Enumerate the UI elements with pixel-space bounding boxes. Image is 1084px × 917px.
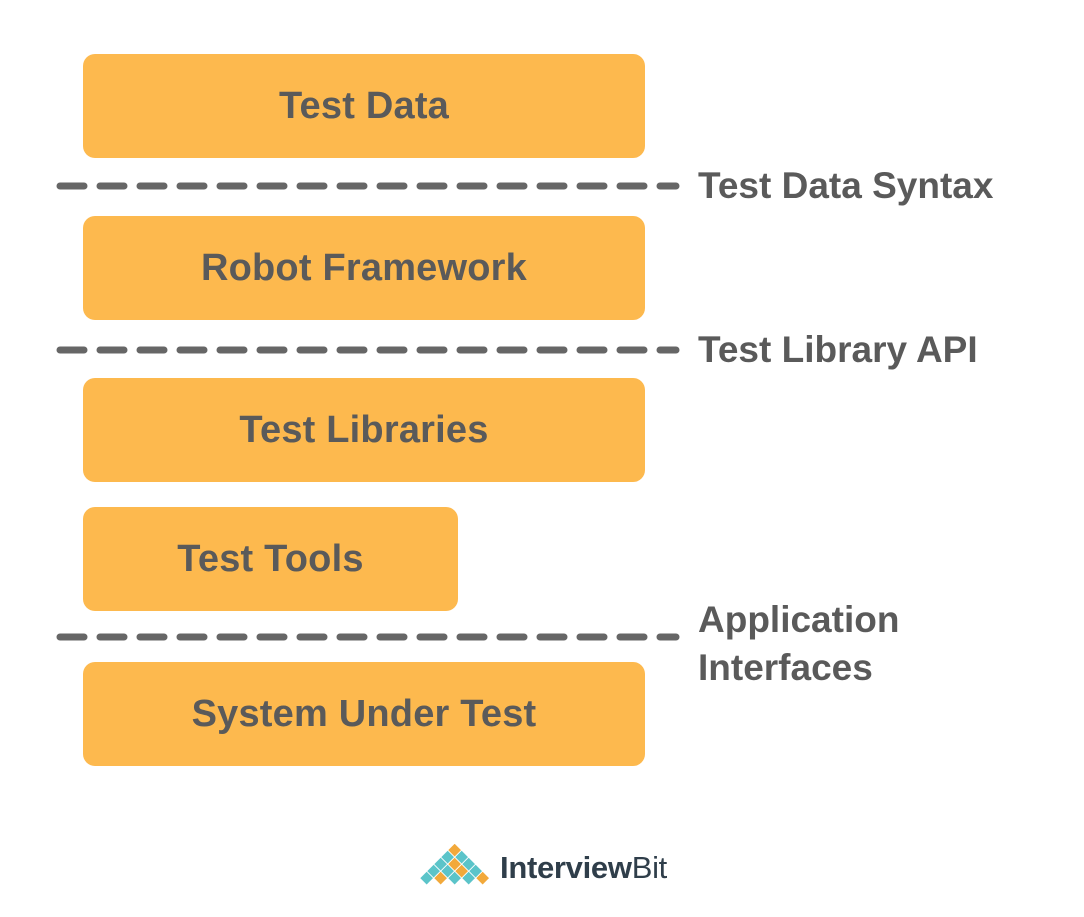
layer-test-data: Test Data (83, 54, 645, 158)
boundary-label-test-library-api: Test Library API (698, 329, 978, 370)
interviewbit-wordmark: InterviewBit (500, 850, 667, 886)
boundary-label-application-interfaces: Application Interfaces (698, 596, 899, 692)
layer-test-libraries-label: Test Libraries (239, 408, 489, 451)
divider-test-library-api (56, 346, 680, 354)
divider-application-interfaces (56, 633, 680, 641)
boundary-label-test-data-syntax: Test Data Syntax (698, 165, 994, 206)
layer-robot-framework: Robot Framework (83, 216, 645, 320)
interviewbit-diamond-icon (420, 844, 490, 885)
layer-test-tools-label: Test Tools (177, 537, 364, 580)
layer-test-libraries: Test Libraries (83, 378, 645, 482)
divider-test-data-syntax (56, 182, 680, 190)
boundary-label-line-1: Application (698, 599, 900, 640)
layer-system-under-test: System Under Test (83, 662, 645, 766)
layer-test-tools: Test Tools (83, 507, 458, 611)
logo-text-main: Interview (500, 850, 632, 885)
boundary-label-line-2: Interfaces (698, 647, 873, 688)
layer-test-data-label: Test Data (278, 84, 450, 127)
layer-system-under-test-label: System Under Test (191, 692, 537, 735)
logo-text-bit: Bit (631, 850, 668, 885)
interviewbit-logo: InterviewBit (418, 843, 667, 893)
layer-robot-framework-label: Robot Framework (200, 246, 528, 289)
